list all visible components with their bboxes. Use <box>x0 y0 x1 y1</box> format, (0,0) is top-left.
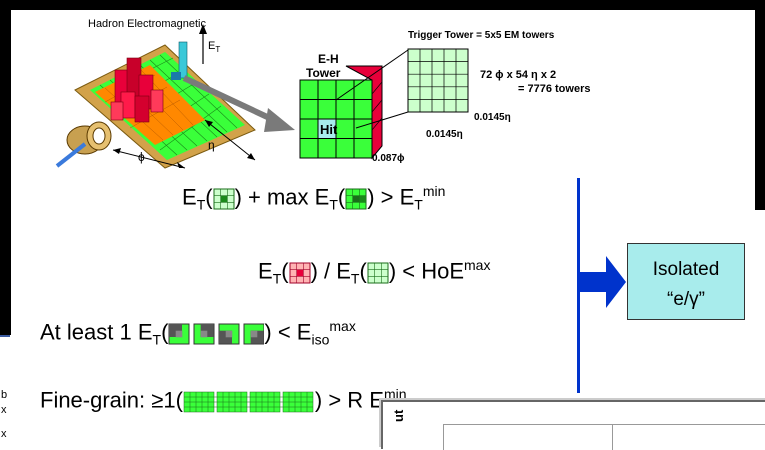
left-fragment-char-3: x <box>1 428 7 440</box>
left-fragment-char-1: b <box>1 389 8 401</box>
trigger-tower-grid <box>407 48 469 113</box>
f4-text: Fine-grain: ≥1( <box>40 387 183 413</box>
frame-right <box>755 0 765 210</box>
blue-arrow <box>580 256 626 308</box>
f4-gt: ) > R E <box>314 387 384 413</box>
f1-paren: ( <box>205 184 213 210</box>
f4-min: min <box>383 386 407 402</box>
et-label-e: E <box>208 40 216 52</box>
f1-sub3: T <box>414 196 423 213</box>
eh-label-line2: Tower <box>306 66 341 80</box>
f3-sub: T <box>152 331 162 348</box>
phi-size-label: 0.087ϕ <box>372 153 405 164</box>
et-label: ET <box>208 40 220 54</box>
tower-dims-line1: 72 ϕ x 54 η x 2 <box>480 69 557 81</box>
gray-arrow <box>182 75 295 132</box>
calorimeter-illustration <box>55 24 256 169</box>
mini-grid-hadron-icon <box>289 262 311 284</box>
egamma-label: “e/γ” <box>667 289 705 310</box>
zoom-lines <box>335 49 409 129</box>
left-window-fragment <box>0 335 10 449</box>
formula-isolation: At least 1 ET( ) < Eisomax <box>40 318 356 348</box>
f2-lt: ) < HoE <box>388 258 465 284</box>
mini-grid-center-icon <box>213 188 235 210</box>
et-label-sub: T <box>215 45 221 55</box>
f2-sub2: T <box>350 270 360 287</box>
f1-sub: T <box>196 196 206 213</box>
hadron-em-label: Hadron Electromagnetic <box>88 18 207 30</box>
f1-e: E <box>182 184 197 210</box>
isolated-egamma-box: Isolated “e/γ” <box>627 243 745 320</box>
f1-gt: ) > E <box>367 184 415 210</box>
isolated-label: Isolated <box>652 259 720 280</box>
overlap-window-table <box>443 424 765 450</box>
eta-size-label-2: 0.0145η <box>426 129 463 140</box>
f2-sub: T <box>272 270 282 287</box>
f1-min: min <box>422 183 446 199</box>
eta-label: η <box>208 138 215 152</box>
eh-label-line1: E-H <box>318 52 339 66</box>
formula-fine-grain: Fine-grain: ≥1( ) > R Emin <box>40 386 407 413</box>
phi-label: ϕ <box>138 150 145 164</box>
f3-paren: ( <box>161 319 169 345</box>
f2-max: max <box>464 257 491 273</box>
eh-tower <box>299 65 383 160</box>
mini-grid-neighbour-icon <box>345 188 367 210</box>
mini-grid-fine-icon <box>183 391 314 412</box>
f3-max: max <box>329 318 356 334</box>
f3-iso: iso <box>311 331 330 348</box>
f3-lt: ) < E <box>264 319 312 345</box>
overlap-window-side-label: ut <box>391 409 406 422</box>
mini-grid-iso-icon <box>168 323 265 345</box>
f1-sub2: T <box>329 196 338 213</box>
frame-left <box>0 0 11 335</box>
frame-top <box>0 0 765 10</box>
hit-label: Hit <box>320 122 338 137</box>
blue-divider <box>577 178 580 393</box>
eta-size-label-1: 0.0145η <box>474 112 511 123</box>
left-fragment-char-2: x <box>1 404 7 416</box>
f2-e: E <box>258 258 273 284</box>
f1-max: ) + max E <box>234 184 330 210</box>
f2-paren2: ( <box>359 258 367 284</box>
f3-text: At least 1 E <box>40 319 153 345</box>
formula-et-sum: ET() + max ET() > ETmin <box>182 183 445 213</box>
tower-dims-line2: = 7776 towers <box>518 83 591 95</box>
mini-grid-em-icon <box>367 262 389 284</box>
f2-paren: ( <box>281 258 289 284</box>
overlap-window: ut <box>381 400 765 450</box>
f1-paren2: ( <box>337 184 346 210</box>
trigger-tower-label: Trigger Tower = 5x5 EM towers <box>408 30 555 41</box>
overlap-window-cell-divider <box>612 425 613 450</box>
f2-div: ) / E <box>310 258 351 284</box>
formula-hoe: ET() / ET() < HoEmax <box>258 257 490 287</box>
